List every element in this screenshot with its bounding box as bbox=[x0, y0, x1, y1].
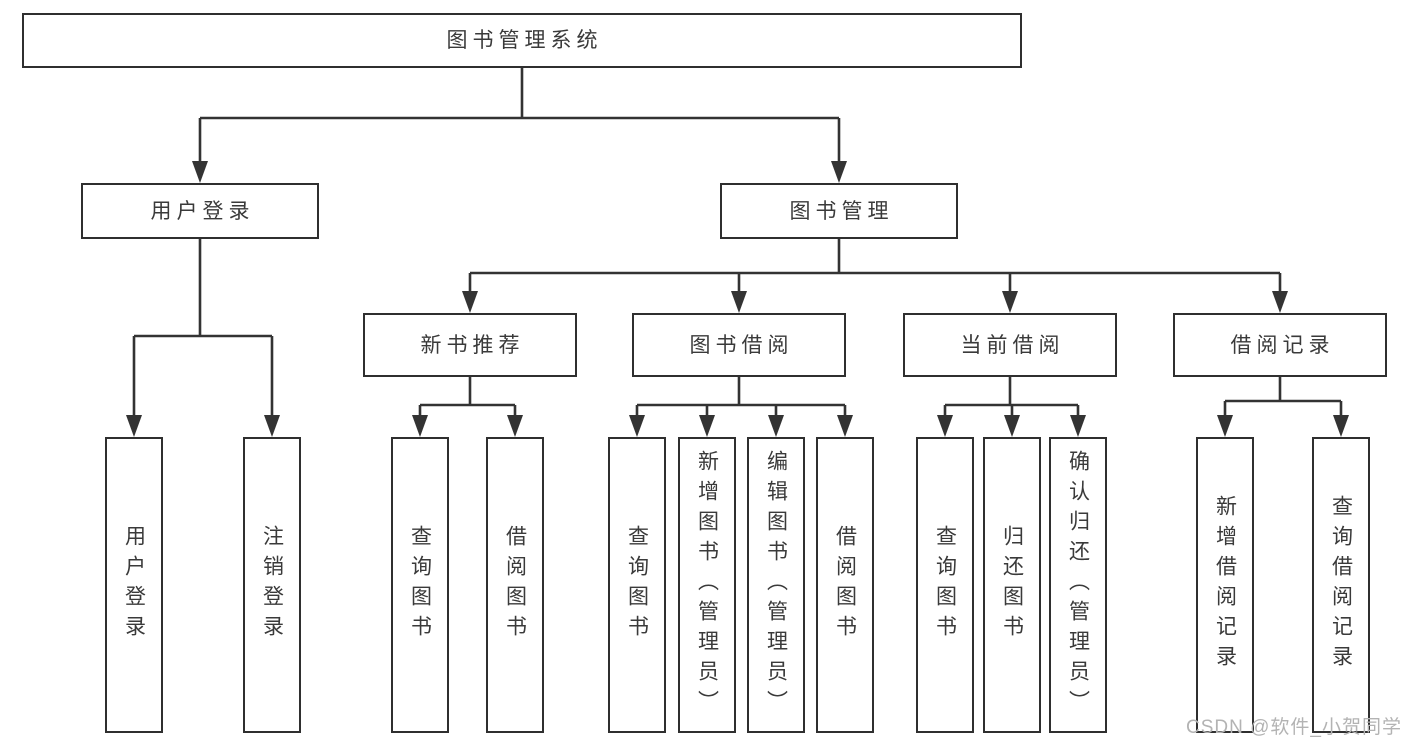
connector-book-management-to-level3 bbox=[462, 239, 1288, 313]
leaf-query-books-recommend: 查询图书 bbox=[391, 437, 449, 733]
leaf-confirm-return-admin-label: 确认归还（管理员） bbox=[1066, 450, 1090, 720]
node-user-login: 用户登录 bbox=[81, 183, 319, 239]
node-borrow-records-label: 借阅记录 bbox=[1230, 333, 1335, 357]
leaf-edit-book-admin-label: 编辑图书（管理员） bbox=[764, 450, 788, 720]
node-book-management: 图书管理 bbox=[720, 183, 958, 239]
node-new-book-recommend-label: 新书推荐 bbox=[420, 333, 525, 357]
leaf-return-book-label: 归还图书 bbox=[1000, 525, 1024, 645]
leaf-add-book-admin: 新增图书（管理员） bbox=[678, 437, 736, 733]
node-current-borrow: 当前借阅 bbox=[903, 313, 1117, 377]
node-book-management-label: 图书管理 bbox=[789, 199, 894, 223]
leaf-query-books-current-label: 查询图书 bbox=[933, 525, 957, 645]
leaf-logout: 注销登录 bbox=[243, 437, 301, 733]
node-user-login-label: 用户登录 bbox=[150, 199, 255, 223]
leaf-borrow-books-recommend: 借阅图书 bbox=[486, 437, 544, 733]
node-root-system: 图书管理系统 bbox=[22, 13, 1022, 68]
leaf-borrow-books: 借阅图书 bbox=[816, 437, 874, 733]
connector-book-borrow-to-leaves bbox=[629, 377, 853, 437]
node-root-system-label: 图书管理系统 bbox=[446, 29, 603, 52]
node-book-borrow: 图书借阅 bbox=[632, 313, 846, 377]
leaf-query-books-borrow: 查询图书 bbox=[608, 437, 666, 733]
node-borrow-records: 借阅记录 bbox=[1173, 313, 1387, 377]
leaf-query-books-current: 查询图书 bbox=[916, 437, 974, 733]
connector-borrow-records-to-leaves bbox=[1217, 377, 1349, 437]
node-current-borrow-label: 当前借阅 bbox=[960, 333, 1065, 357]
node-book-borrow-label: 图书借阅 bbox=[689, 333, 794, 357]
leaf-query-books-recommend-label: 查询图书 bbox=[408, 525, 432, 645]
csdn-watermark: CSDN @软件_小贺同学 bbox=[1186, 717, 1402, 738]
leaf-add-book-admin-label: 新增图书（管理员） bbox=[695, 450, 719, 720]
connector-user-login-to-leaves bbox=[126, 239, 280, 437]
leaf-edit-book-admin: 编辑图书（管理员） bbox=[747, 437, 805, 733]
leaf-borrow-books-label: 借阅图书 bbox=[833, 525, 857, 645]
leaf-confirm-return-admin: 确认归还（管理员） bbox=[1049, 437, 1107, 733]
leaf-user-login-label: 用户登录 bbox=[122, 525, 146, 645]
leaf-add-borrow-record: 新增借阅记录 bbox=[1196, 437, 1254, 733]
leaf-query-borrow-record-label: 查询借阅记录 bbox=[1329, 495, 1353, 675]
connector-current-borrow-to-leaves bbox=[937, 377, 1086, 437]
leaf-query-books-borrow-label: 查询图书 bbox=[625, 525, 649, 645]
leaf-user-login: 用户登录 bbox=[105, 437, 163, 733]
node-new-book-recommend: 新书推荐 bbox=[363, 313, 577, 377]
leaf-query-borrow-record: 查询借阅记录 bbox=[1312, 437, 1370, 733]
leaf-borrow-books-recommend-label: 借阅图书 bbox=[503, 525, 527, 645]
leaf-logout-label: 注销登录 bbox=[260, 525, 284, 645]
leaf-add-borrow-record-label: 新增借阅记录 bbox=[1213, 495, 1237, 675]
leaf-return-book: 归还图书 bbox=[983, 437, 1041, 733]
connector-new-book-recommend-to-leaves bbox=[412, 377, 523, 437]
connector-root-to-level2 bbox=[192, 68, 847, 183]
